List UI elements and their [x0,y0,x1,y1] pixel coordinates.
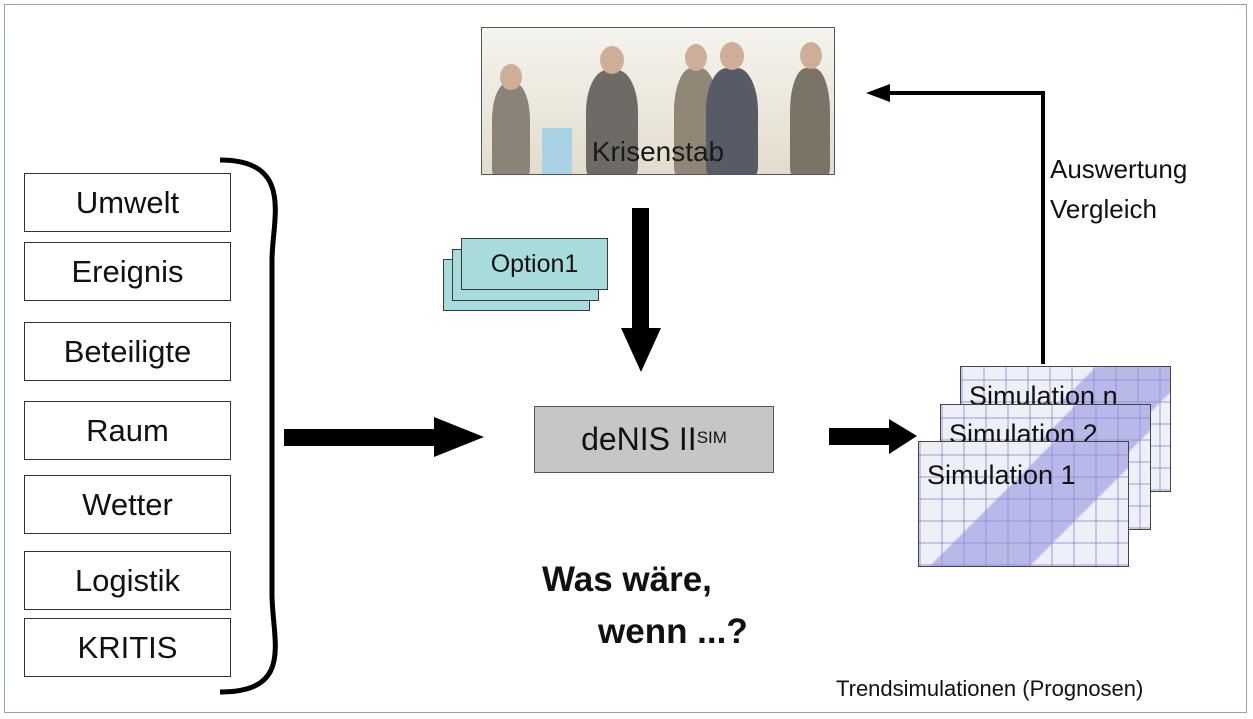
option-label: Option1 [490,249,579,278]
simulator-name: deNIS II [581,421,697,457]
person-head [720,42,744,70]
input-box-umwelt: Umwelt [24,173,231,232]
arrow-staff-to-simulator [621,208,661,372]
input-label: KRITIS [77,629,178,665]
diagram-frame [4,4,1247,713]
crisis-staff-photo: Krisenstab [481,27,835,175]
evaluation-label-line-2: Vergleich [1050,194,1157,224]
footer-note: Trendsimulationen (Prognosen) [836,676,1144,701]
input-box-beteiligte: Beteiligte [24,322,231,381]
option-card-front [461,238,608,290]
simulation-card-1: Simulation 1 [918,441,1129,567]
question-line-1: Was wäre, [542,560,712,599]
input-box-wetter: Wetter [24,475,231,534]
background-panel [542,128,572,174]
input-box-ereignis: Ereignis [24,242,231,301]
question-line-2: wenn ...? [598,612,748,651]
person-figure [706,68,758,174]
input-label: Wetter [82,486,173,522]
input-label: Beteiligte [63,333,192,369]
input-bracket [219,157,278,695]
input-label: Umwelt [75,184,180,220]
input-box-kritis: KRITIS [24,618,231,677]
photo-caption: Krisenstab [591,136,725,167]
input-label: Raum [86,412,169,448]
person-figure [492,83,530,174]
person-head [685,44,707,71]
arrow-evaluation-to-staff [866,84,1045,364]
person-head [800,42,822,69]
simulator-superscript: SIM [696,427,727,447]
input-box-raum: Raum [24,401,231,460]
person-figure [586,70,638,174]
input-box-logistik: Logistik [24,551,231,610]
arrow-simulator-to-simulations [829,419,917,454]
person-head [600,46,624,74]
person-head [500,64,522,90]
simulation-label: Simulation 1 [927,460,1076,490]
evaluation-label-line-1: Auswertung [1050,154,1188,184]
arrow-inputs-to-simulator [284,417,484,457]
person-figure [790,68,830,174]
input-label: Logistik [74,562,181,598]
input-label: Ereignis [71,253,184,289]
